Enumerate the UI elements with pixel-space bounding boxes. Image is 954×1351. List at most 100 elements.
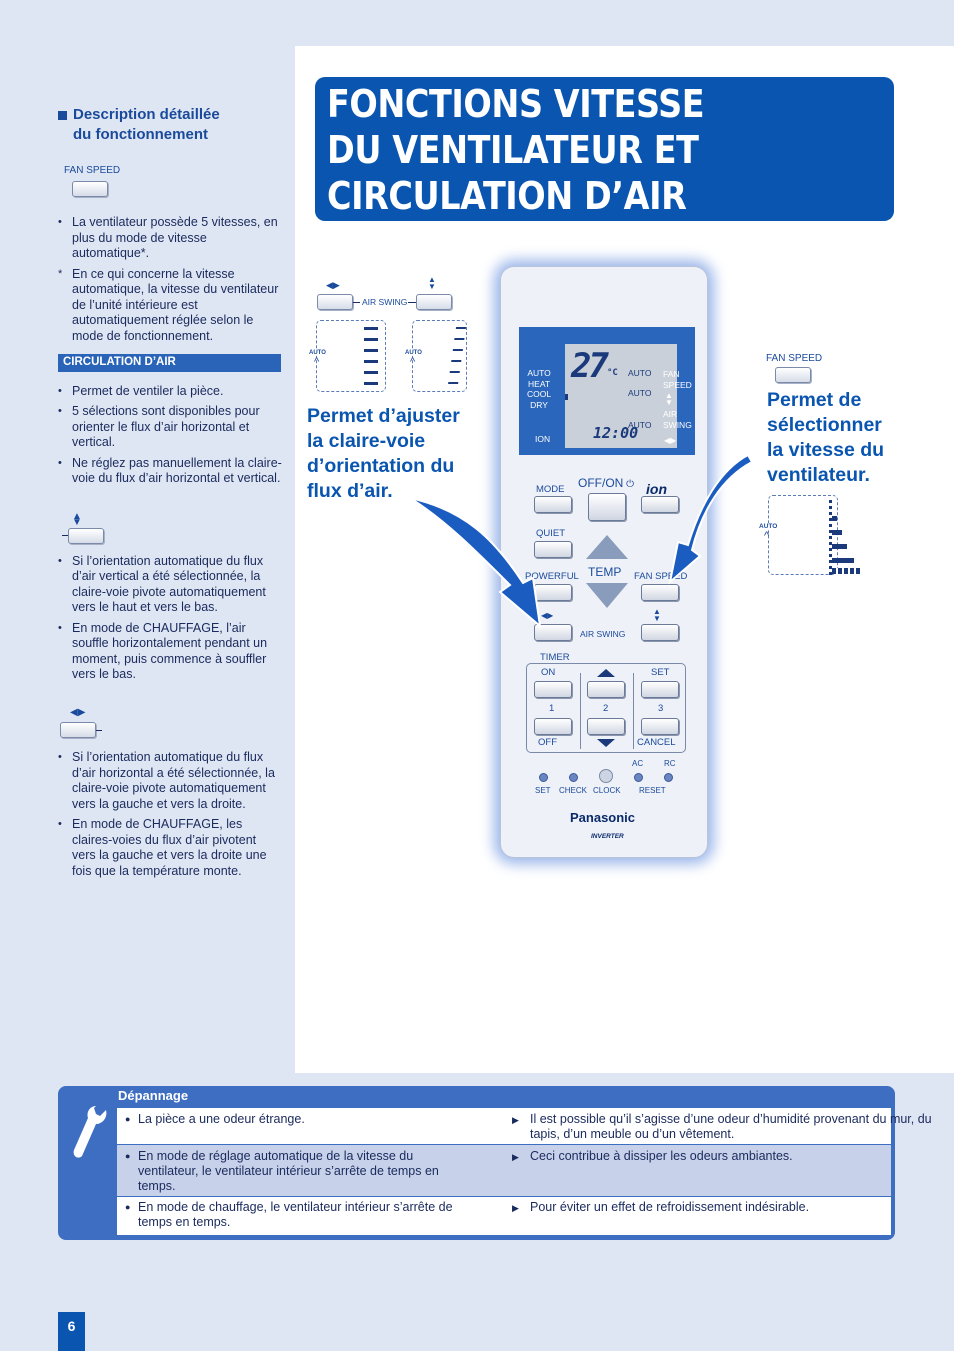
list-item: En ce qui concerne la vitesse automatiqu… xyxy=(58,267,283,345)
powerful-label: POWERFUL xyxy=(525,571,579,582)
timer-off-button[interactable] xyxy=(534,718,572,735)
indicator-icon xyxy=(565,394,568,400)
clock-label: CLOCK xyxy=(593,786,621,795)
swing-auto-2: AUTO xyxy=(628,420,652,430)
fan-speed-button-icon xyxy=(72,180,108,197)
inverter-label: INVERTER xyxy=(591,833,624,840)
clock-readout: 12:00 xyxy=(593,424,639,442)
clock-button[interactable] xyxy=(599,769,613,783)
list-item: Si l’orientation automatique du flux d’a… xyxy=(58,750,283,812)
timer-up-icon xyxy=(597,669,615,677)
lcd-screen: 27 °C AUTO AUTO AUTO 12:00 xyxy=(565,344,677,448)
vertical-bullets: Si l’orientation automatique du flux d’a… xyxy=(58,554,283,683)
ion-button[interactable] xyxy=(641,496,679,513)
timer-up-button[interactable] xyxy=(587,681,625,698)
wrench-icon xyxy=(73,1106,107,1158)
temp-up-button[interactable] xyxy=(586,535,628,559)
fan-auto: AUTO xyxy=(628,368,652,378)
vertical-swing-arrow-icon: ▲▼ xyxy=(428,275,436,291)
list-item: En mode de CHAUFFAGE, les claires-voies … xyxy=(58,817,283,879)
corner-arrow-icon: ^ xyxy=(314,356,320,368)
corner-arrow-icon: ^ xyxy=(764,530,770,542)
temperature-readout: 27 xyxy=(571,346,609,386)
offon-button[interactable] xyxy=(588,493,626,521)
reset-label: RESET xyxy=(639,786,666,795)
horizontal-swing-button-icon xyxy=(60,722,96,738)
divider xyxy=(580,673,581,749)
list-item: En mode de CHAUFFAGE, l’air souffle hori… xyxy=(58,621,283,683)
quiet-button[interactable] xyxy=(534,541,572,558)
quiet-label: QUIET xyxy=(536,528,566,539)
ac-reset-button[interactable] xyxy=(634,773,643,782)
ion-label: ion xyxy=(646,481,667,497)
circulation-bullets: Permet de ventiler la pièce. 5 sélection… xyxy=(58,384,283,487)
fan-speed-label: FAN SPEED xyxy=(64,165,121,176)
list-item: Si l’orientation automatique du flux d’a… xyxy=(58,554,283,616)
horizontal-bullets: Si l’orientation automatique du flux d’a… xyxy=(58,750,283,879)
page-number: 6 xyxy=(58,1312,85,1351)
timer-cancel-label: CANCEL xyxy=(637,737,676,748)
auto-label: AUTO xyxy=(309,350,326,356)
corner-arrow-icon: ^ xyxy=(410,356,416,368)
auto-label: AUTO xyxy=(759,523,778,530)
vertical-swing-arrow-icon: ▲▼ xyxy=(653,607,661,623)
set-label: SET xyxy=(535,786,551,795)
timer-2-label: 2 xyxy=(603,703,609,714)
temp-down-button[interactable] xyxy=(586,583,628,608)
air-swing-label: AIR SWING xyxy=(580,629,626,639)
fan-speed-button[interactable] xyxy=(641,584,679,601)
timer-label: TIMER xyxy=(538,652,572,663)
horizontal-swing-display xyxy=(316,320,386,392)
list-item: La ventilateur possède 5 vitesses, en pl… xyxy=(58,215,283,262)
timer-set-button[interactable] xyxy=(641,681,679,698)
check-label: CHECK xyxy=(559,786,588,795)
horizontal-air-swing-button[interactable] xyxy=(534,624,572,641)
rc-reset-button[interactable] xyxy=(664,773,673,782)
set-button[interactable] xyxy=(539,773,548,782)
page-title: FONCTIONS VITESSE DU VENTILATEUR ET CIRC… xyxy=(327,82,705,218)
ion-indicator: ION xyxy=(535,434,551,444)
auto-label: AUTO xyxy=(405,350,422,356)
page-title-box: FONCTIONS VITESSE DU VENTILATEUR ET CIRC… xyxy=(315,77,894,221)
fan-speed-label: FAN SPEED xyxy=(634,571,688,582)
fan-speed-label: FAN SPEED xyxy=(766,353,823,364)
vertical-air-swing-button[interactable] xyxy=(641,624,679,641)
mode-button[interactable] xyxy=(534,496,572,513)
check-button[interactable] xyxy=(569,773,578,782)
vertical-swing-display xyxy=(412,320,467,392)
swing-levels-icon xyxy=(364,327,378,385)
square-bullet-icon xyxy=(58,111,67,120)
timer-down-icon xyxy=(597,739,615,747)
list-item: Ne réglez pas manuellement la claire-voi… xyxy=(58,456,283,487)
timer-3-label: 3 xyxy=(658,703,664,714)
timer-group xyxy=(526,663,686,753)
circulation-band: CIRCULATION D’AIR xyxy=(58,354,281,372)
fan-speed-button-icon xyxy=(775,367,811,383)
ac-label: AC xyxy=(632,759,644,768)
timer-on-button[interactable] xyxy=(534,681,572,698)
timer-set-label: SET xyxy=(651,667,670,678)
horizontal-swing-arrow-icon: ◀▶ xyxy=(664,436,677,445)
fan-bullets: La ventilateur possède 5 vitesses, en pl… xyxy=(58,215,283,344)
timer-1-label: 1 xyxy=(549,703,555,714)
pointer-arrow-right-icon xyxy=(668,453,754,585)
divider xyxy=(633,673,634,749)
list-item: 5 sélections sont disponibles pour orien… xyxy=(58,404,283,451)
vertical-swing-arrow-icon: ▲▼ xyxy=(72,510,82,529)
timer-off-label: OFF xyxy=(538,737,557,748)
mode-label: MODE xyxy=(536,484,565,495)
pointer-arrow-left-icon xyxy=(409,497,542,629)
horizontal-swing-arrow-icon: ◀▶ xyxy=(70,706,86,718)
timer-down-button[interactable] xyxy=(587,718,625,735)
vertical-swing-arrow-icon: ▲▼ xyxy=(665,391,673,407)
air-swing-right-button-icon xyxy=(416,294,452,310)
timer-cancel-button[interactable] xyxy=(641,718,679,735)
horizontal-swing-arrow-icon: ◀▶ xyxy=(326,280,340,290)
troubleshooting-heading: Dépannage xyxy=(118,1088,189,1103)
